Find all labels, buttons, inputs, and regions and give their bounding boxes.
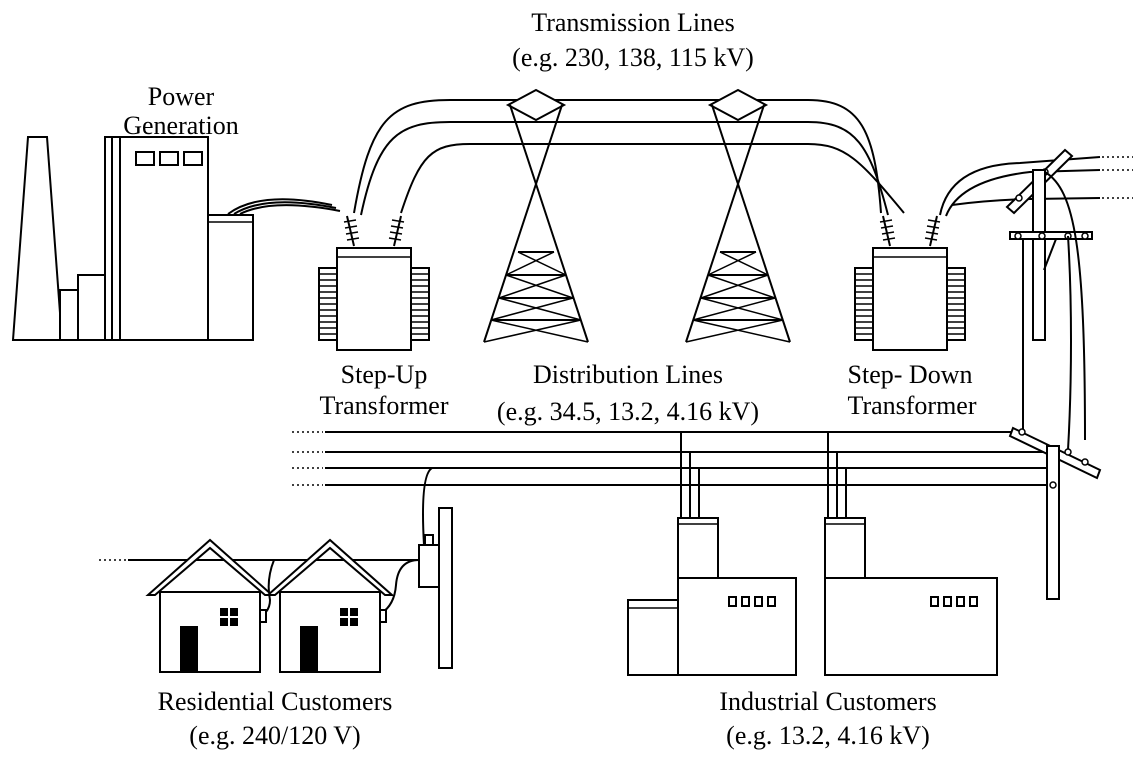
industrial-customers-label-1: Industrial Customers [719,687,936,716]
distribution-lines-label-2: (e.g. 34.5, 13.2, 4.16 kV) [497,397,759,426]
residential-customers-label-1: Residential Customers [158,687,393,716]
industrial-customers-label-2: (e.g. 13.2, 4.16 kV) [726,721,930,750]
generator-cables [227,198,341,215]
power-plant [11,136,254,341]
transmission-tower-right [685,89,791,343]
power-generation-label-2: Generation [123,111,239,140]
step-down-transformer-label-1: Step- Down [848,360,973,389]
distribution-lines-label-1: Distribution Lines [533,360,723,389]
transmission-tower-left [483,89,589,343]
transmission-lines-label-1: Transmission Lines [531,8,734,37]
substation-cables [939,156,1133,217]
utility-pole-lower [1008,426,1102,600]
utility-pole-upper [1005,148,1093,451]
smokestack [11,136,64,341]
industrial-customers [627,432,998,676]
residential-customers-label-2: (e.g. 240/120 V) [189,721,360,750]
distribution-lines [292,431,1060,486]
step-up-transformer-label-1: Step-Up [341,360,428,389]
step-up-transformer [318,215,430,351]
transmission-lines [353,99,905,216]
power-generation-label-1: Power [148,82,215,111]
step-down-transformer-label-2: Transformer [847,391,976,420]
step-up-transformer-label-2: Transformer [319,391,448,420]
step-down-transformer [854,215,966,351]
transmission-lines-label-2: (e.g. 230, 138, 115 kV) [512,43,754,72]
residential-customers [99,467,453,673]
